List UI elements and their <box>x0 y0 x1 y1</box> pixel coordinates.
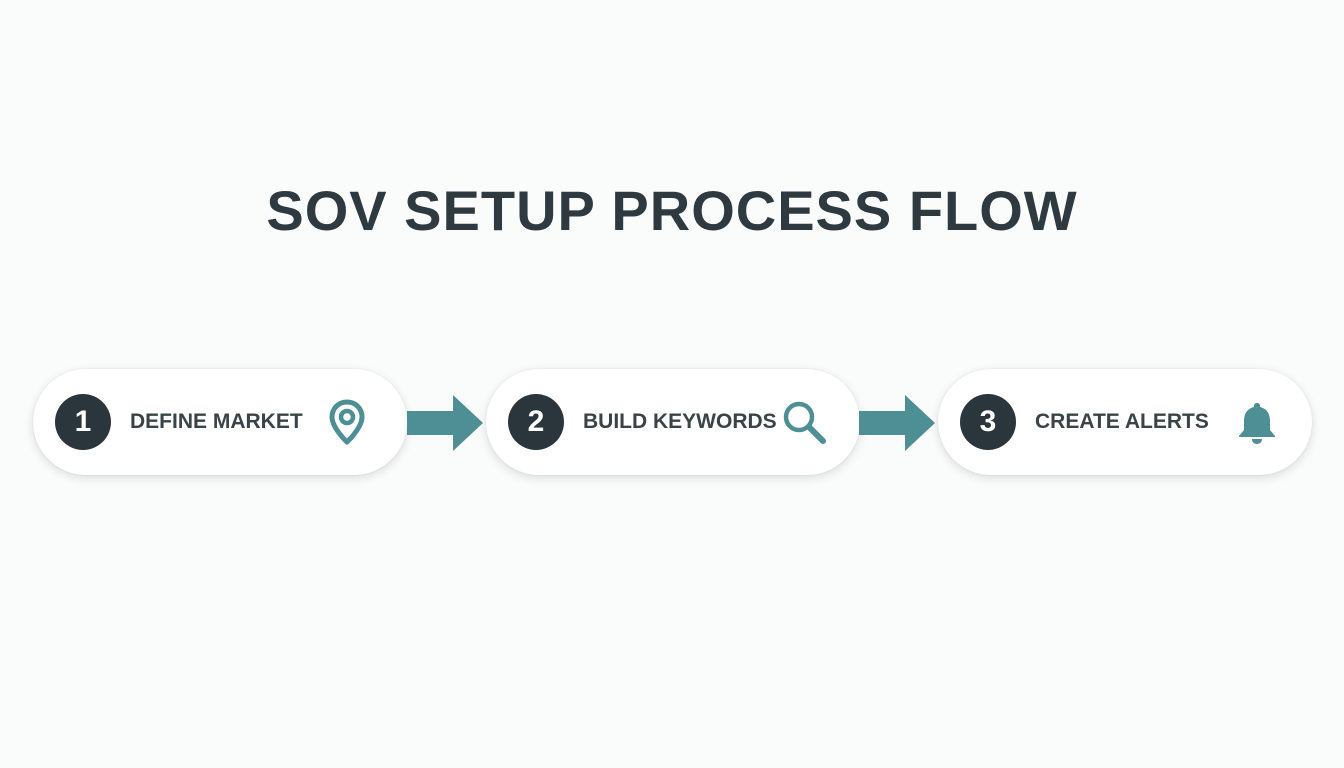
step-label: BUILD KEYWORDS <box>583 410 777 433</box>
step-label: CREATE ALERTS <box>1035 410 1209 433</box>
diagram-title: SOV SETUP PROCESS FLOW <box>266 179 1078 242</box>
step-card-create-alerts: 3 CREATE ALERTS <box>938 369 1312 475</box>
right-arrow-icon <box>859 395 935 451</box>
bell-icon <box>1239 403 1275 444</box>
right-arrow-icon <box>407 395 483 451</box>
step-card-build-keywords: 2 BUILD KEYWORDS <box>486 369 860 475</box>
step-card-define-market: 1 DEFINE MARKET <box>33 369 407 475</box>
map-pin-icon <box>329 399 365 445</box>
step-number-badge: 2 <box>508 394 564 450</box>
search-icon <box>783 401 826 444</box>
step-number-badge: 3 <box>960 394 1016 450</box>
step-label: DEFINE MARKET <box>130 410 303 433</box>
step-number-badge: 1 <box>55 394 111 450</box>
